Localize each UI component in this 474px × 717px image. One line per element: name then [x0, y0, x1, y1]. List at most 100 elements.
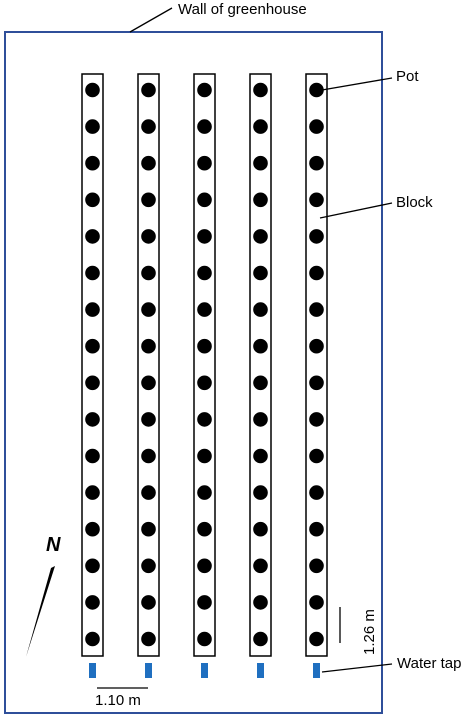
pot: [141, 485, 156, 500]
pot: [85, 521, 100, 537]
pot: [309, 485, 324, 500]
pot: [85, 375, 100, 391]
pot: [309, 412, 324, 427]
pot: [197, 448, 212, 464]
pot: [197, 82, 212, 98]
pot: [141, 595, 156, 610]
pot: [197, 155, 212, 171]
water-tap-2: [145, 663, 152, 678]
pot: [253, 631, 268, 647]
pot: [197, 265, 212, 281]
pot: [141, 82, 156, 98]
pot: [85, 448, 100, 464]
pot: [309, 631, 324, 647]
north-label: N: [46, 534, 61, 556]
pot: [141, 265, 156, 281]
pot: [141, 448, 156, 464]
pot: [85, 155, 100, 171]
pot: [253, 412, 268, 427]
pot: [309, 375, 324, 391]
pot: [309, 192, 324, 208]
pot: [85, 119, 100, 134]
pot: [197, 558, 212, 574]
greenhouse-wall: [4, 31, 383, 714]
pot: [141, 558, 156, 574]
pot: [141, 521, 156, 537]
pot: [253, 82, 268, 98]
pot: [253, 192, 268, 208]
pot: [141, 229, 156, 244]
wall-leader-line: [129, 7, 173, 33]
pot: [141, 338, 156, 354]
pot: [197, 521, 212, 537]
pot: [253, 375, 268, 391]
pot: [85, 192, 100, 208]
water-taps-group: [89, 663, 320, 678]
pot: [197, 119, 212, 134]
pot: [197, 412, 212, 427]
block-spacing-label: 1.10 m: [95, 692, 141, 709]
pot: [253, 229, 268, 244]
water-tap-5: [313, 663, 320, 678]
pot: [253, 302, 268, 317]
pot: [309, 448, 324, 464]
pot: [197, 375, 212, 391]
pot: [197, 192, 212, 208]
block-label: Block: [396, 194, 433, 211]
pot: [253, 485, 268, 500]
pot: [85, 302, 100, 317]
pot: [253, 558, 268, 574]
pot: [141, 631, 156, 647]
pot: [309, 521, 324, 537]
water-tap-3: [201, 663, 208, 678]
block-3: [193, 73, 216, 657]
pot: [197, 631, 212, 647]
pot: [141, 412, 156, 427]
pot: [85, 631, 100, 647]
block-1: [81, 73, 104, 657]
pot: [253, 448, 268, 464]
pot: [253, 265, 268, 281]
water-tap-4: [257, 663, 264, 678]
pot: [141, 155, 156, 171]
pot: [253, 338, 268, 354]
wall-label: Wall of greenhouse: [178, 1, 307, 18]
pot: [85, 338, 100, 354]
block-5: [305, 73, 328, 657]
blocks-group: [81, 73, 328, 657]
pot: [85, 412, 100, 427]
pot: [85, 265, 100, 281]
pot: [197, 229, 212, 244]
water-tap-1: [89, 663, 96, 678]
pot: [141, 192, 156, 208]
pot: [85, 558, 100, 574]
pot: [253, 119, 268, 134]
pot: [309, 82, 324, 98]
water-tap-leader-line: [321, 663, 393, 673]
pot-leader-line: [321, 77, 393, 91]
north-arrow-icon: [26, 566, 55, 657]
pot: [309, 265, 324, 281]
pot: [309, 119, 324, 134]
pot-label: Pot: [396, 68, 419, 85]
pot: [141, 119, 156, 134]
pot: [309, 229, 324, 244]
pot: [253, 595, 268, 610]
pot: [85, 485, 100, 500]
pot: [197, 595, 212, 610]
pot: [85, 82, 100, 98]
block-4: [249, 73, 272, 657]
pot: [85, 229, 100, 244]
pot: [141, 375, 156, 391]
water-tap-label: Water tap: [397, 655, 461, 672]
pot: [309, 155, 324, 171]
pot: [253, 155, 268, 171]
pot: [253, 521, 268, 537]
pot: [141, 302, 156, 317]
pot: [309, 595, 324, 610]
pot: [85, 595, 100, 610]
pot: [309, 338, 324, 354]
block-2: [137, 73, 160, 657]
pot: [309, 558, 324, 574]
